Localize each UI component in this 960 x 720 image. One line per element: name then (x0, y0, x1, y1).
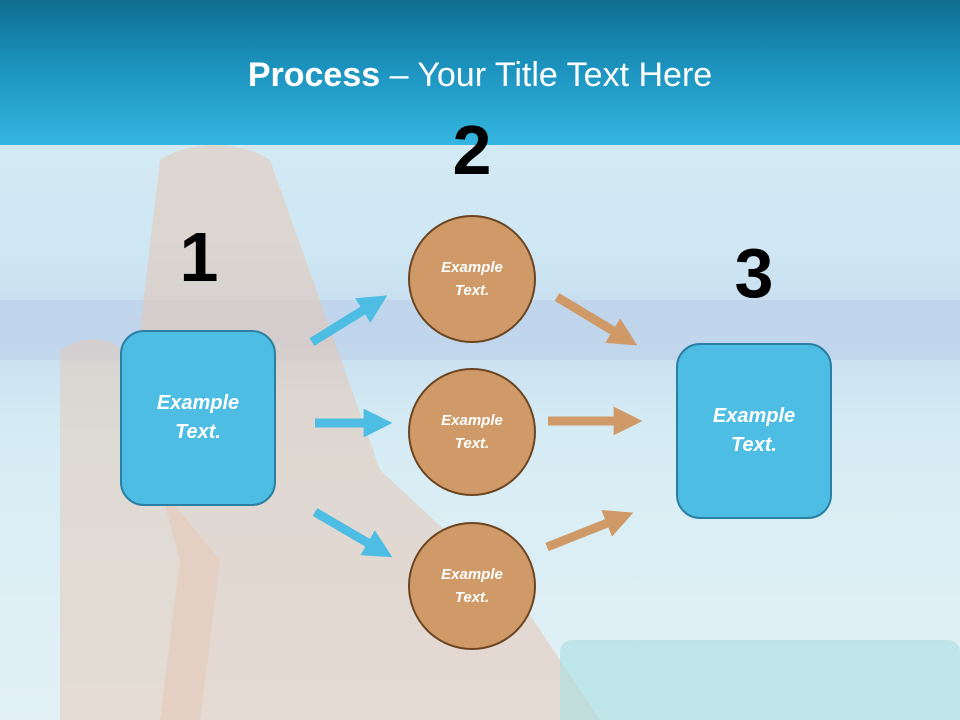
step-2-node-2: Example Text. (408, 368, 536, 496)
step-number-1: 1 (179, 218, 219, 296)
step-2-node-3-text: Example Text. (441, 566, 503, 606)
arrow-1-to-2c (312, 508, 393, 558)
title-rest: – Your Title Text Here (380, 56, 713, 94)
step-2-node-2-text: Example Text. (441, 412, 503, 452)
step-number-2: 2 (452, 111, 492, 189)
title-bold: Process (247, 56, 381, 94)
step-2-node-1-text: Example Text. (441, 259, 503, 299)
step-3-box: Example Text. (676, 343, 832, 519)
step-2-node-3: Example Text. (408, 522, 536, 650)
arrow-2c-to-3 (545, 509, 634, 552)
step-1-text: Example Text. (156, 392, 240, 443)
arrow-1-to-2a (309, 295, 388, 346)
step-1-box: Example Text. (120, 330, 276, 506)
step-2-node-1: Example Text. (408, 215, 536, 343)
arrow-2a-to-3 (554, 293, 638, 346)
step-number-3: 3 (734, 234, 774, 312)
step-3-text: Example Text. (712, 405, 796, 456)
slide-title: Process – Your Title Text Here (0, 55, 960, 95)
header-bar (0, 0, 960, 145)
